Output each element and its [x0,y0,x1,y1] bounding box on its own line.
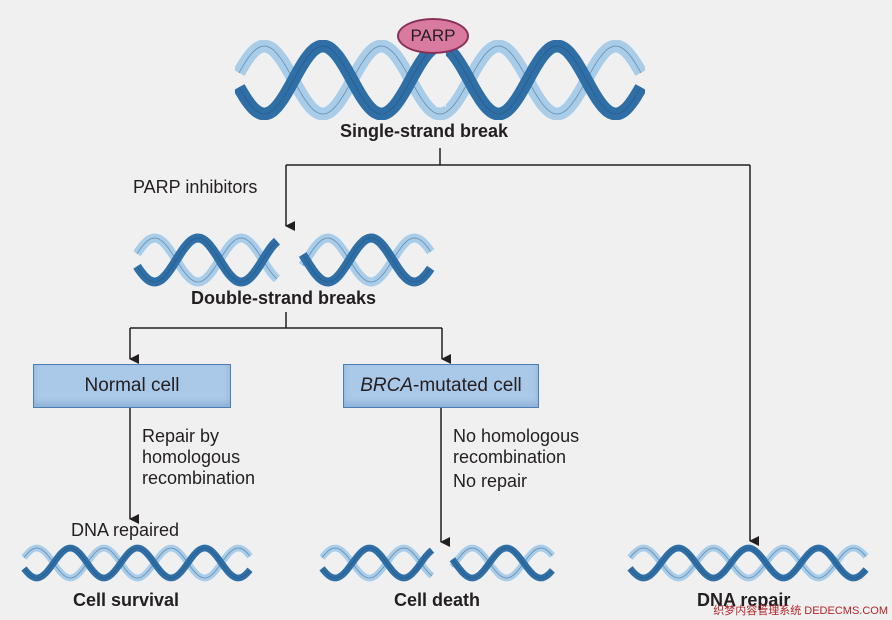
brca-mutated-cell-box: BRCA-mutated cell [343,364,539,408]
dna-helix-survival [21,544,253,582]
helix-back-strand-bridge-edge [433,110,449,115]
parp-enzyme: PARP [397,18,469,54]
no-hr-line-1: No homologous [453,426,580,446]
helix-back-strand-0-edge [321,547,433,579]
double-strand-breaks-label: Double-strand breaks [191,288,377,308]
helix-back-strand-1-edge [452,547,553,579]
cell-death-label: Cell death [394,590,481,610]
no-hr-text: No homologous recombination [453,426,579,468]
dna-repair-label: DNA repair [697,590,791,610]
watermark: 织梦内容管理系统 DEDECMS.COM [713,605,888,617]
dna-helix-double-strand [133,233,435,287]
no-hr-line-2: recombination [453,447,567,467]
no-repair-text: No repair [453,471,528,491]
split-line-middle [130,312,442,329]
strand-break-nick [435,40,446,120]
single-strand-break-label: Single-strand break [340,121,509,141]
helix-front-strand-0-edge [23,547,251,579]
helix-front-strand-1-edge [452,547,553,579]
helix-front-strand-0-edge [136,237,278,283]
brca-gene-label: BRCA [360,375,413,396]
repair-by-hr-text: Repair by homologous recombination [142,426,255,489]
normal-cell-box: Normal cell [33,364,231,408]
repair-line-3: recombination [142,468,256,488]
helix-front-strand-1-edge [302,237,432,283]
split-line-top [286,148,750,166]
helix-back-strand-0-edge [136,237,278,283]
helix-back-strand-0-edge [23,547,251,579]
normal-cell-label: Normal cell [84,375,180,396]
helix-front-strand-0-edge [321,547,433,579]
parp-label: PARP [410,26,456,45]
dna-repaired-label: DNA repaired [71,520,180,540]
repair-line-1: Repair by [142,426,220,446]
helix-back-strand-0-edge [629,547,867,579]
dna-helix-repair [627,544,869,582]
helix-back-strand-1-edge [302,237,432,283]
parp-inhibitors-label: PARP inhibitors [133,177,258,197]
repair-line-2: homologous [142,447,241,467]
cell-survival-label: Cell survival [73,590,180,610]
dna-helix-death [319,544,555,582]
mutated-cell-label: -mutated cell [413,375,522,396]
helix-front-strand-0-edge [629,547,867,579]
